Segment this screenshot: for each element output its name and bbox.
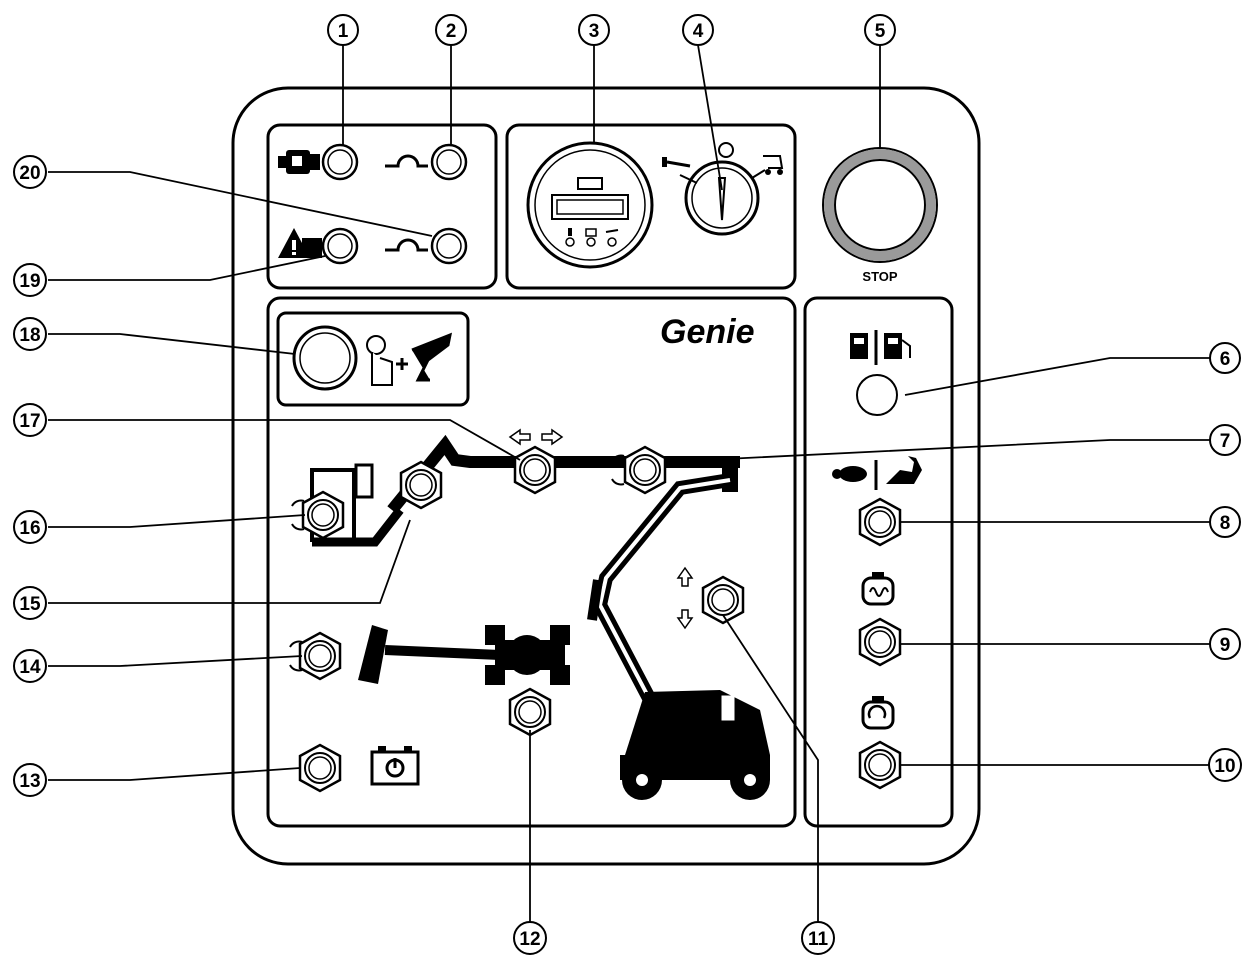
svg-text:5: 5 <box>875 21 886 42</box>
auxiliary-power-toggle[interactable] <box>298 743 342 793</box>
platform-rotate-toggle[interactable] <box>399 460 443 510</box>
callout-19: 19 <box>13 263 47 297</box>
callout-1: 1 <box>327 14 359 46</box>
svg-text:1: 1 <box>338 21 349 42</box>
callout-17: 17 <box>13 403 47 437</box>
fuel-select-icon <box>850 330 911 365</box>
callout-13: 13 <box>13 763 47 797</box>
svg-text:3: 3 <box>589 21 600 42</box>
high-temp-lamp-upper <box>430 143 468 181</box>
callout-14: 14 <box>13 649 47 683</box>
glow-plug-toggle[interactable] <box>858 617 902 667</box>
callout-8: 8 <box>1209 506 1241 538</box>
callout-18: 18 <box>13 317 47 351</box>
callout-6: 6 <box>1209 342 1241 374</box>
svg-text:12: 12 <box>519 929 540 950</box>
fault-warning-icon <box>278 228 322 258</box>
temperature-icon <box>385 154 428 168</box>
engine-panel <box>803 296 954 828</box>
callout-20: 20 <box>13 155 47 189</box>
secondary-boom-toggle[interactable] <box>623 445 667 495</box>
svg-text:2: 2 <box>446 21 457 42</box>
svg-text:7: 7 <box>1220 431 1231 452</box>
jib-boom-toggle[interactable] <box>301 490 345 540</box>
svg-text:6: 6 <box>1220 349 1231 370</box>
engine-fault-lamp <box>321 143 359 181</box>
svg-text:15: 15 <box>19 594 41 615</box>
svg-text:9: 9 <box>1220 635 1231 656</box>
callout-15: 15 <box>13 586 47 620</box>
fuel-select-button[interactable] <box>856 374 898 416</box>
up-down-arrows-icon <box>676 566 694 630</box>
engine-start-toggle[interactable] <box>858 740 902 790</box>
engine-start-icon <box>861 696 895 730</box>
svg-text:14: 14 <box>19 657 41 678</box>
high-temp-lamp-lower <box>430 227 468 265</box>
svg-text:16: 16 <box>19 518 40 539</box>
callout-10: 10 <box>1208 748 1242 782</box>
fault-lamp <box>321 227 359 265</box>
callout-7: 7 <box>1209 424 1241 456</box>
svg-text:18: 18 <box>19 325 40 346</box>
callout-4: 4 <box>682 14 714 46</box>
leader-lines <box>48 44 1210 935</box>
svg-text:13: 13 <box>19 771 40 792</box>
function-enable-button-inner <box>299 332 351 384</box>
svg-text:4: 4 <box>693 21 704 42</box>
callout-5: 5 <box>864 14 896 46</box>
key-switch-icon <box>662 142 784 236</box>
glow-plug-icon <box>861 572 895 606</box>
svg-text:17: 17 <box>19 411 40 432</box>
boom-extend-toggle[interactable] <box>513 445 557 495</box>
turntable-rotate-lower-toggle[interactable] <box>508 687 552 737</box>
turtle-speed-icon <box>832 466 867 482</box>
svg-text:11: 11 <box>808 929 829 950</box>
battery-power-icon <box>370 746 420 786</box>
callout-3: 3 <box>578 14 610 46</box>
enable-plus-joystick-icon <box>366 332 453 386</box>
svg-text:19: 19 <box>19 271 40 292</box>
brand-logo: Genie <box>660 313 754 351</box>
stop-label: STOP <box>862 269 897 284</box>
callout-12: 12 <box>513 921 547 955</box>
temperature-icon-lower <box>385 238 428 252</box>
svg-text:20: 20 <box>19 163 40 184</box>
callout-16: 16 <box>13 510 47 544</box>
emergency-stop-button[interactable] <box>822 147 938 263</box>
callout-11: 11 <box>801 921 835 955</box>
rabbit-speed-icon <box>886 456 922 484</box>
hour-meter-icon <box>526 141 654 269</box>
extend-retract-arrows-icon <box>508 428 564 446</box>
engine-icon <box>278 150 320 174</box>
callout-2: 2 <box>435 14 467 46</box>
turntable-rotate-toggle[interactable] <box>298 631 342 681</box>
callout-9: 9 <box>1209 628 1241 660</box>
high-low-speed-toggle[interactable] <box>858 497 902 547</box>
svg-text:8: 8 <box>1220 513 1231 534</box>
svg-text:10: 10 <box>1214 756 1235 777</box>
